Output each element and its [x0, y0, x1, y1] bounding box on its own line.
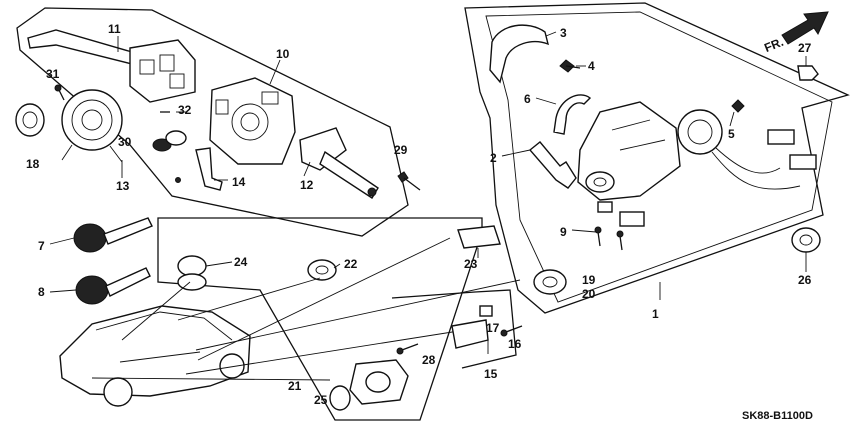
callout-17: 17	[486, 321, 500, 335]
ignition-switch	[677, 109, 723, 155]
front-direction-arrow	[781, 11, 829, 45]
bracket	[195, 147, 223, 191]
trunk-opener-switch	[457, 225, 501, 249]
vehicle-outline	[59, 305, 251, 397]
turn-signal-switch-housing	[209, 77, 296, 165]
callout-21: 21	[288, 379, 302, 393]
cancel-sleeve	[15, 103, 45, 137]
callout-14: 14	[232, 175, 246, 189]
cylinder-seal	[329, 385, 351, 411]
callout-13: 13	[116, 179, 130, 193]
cable-reel-outer	[61, 89, 123, 151]
clip	[797, 65, 819, 81]
callout-32: 32	[178, 103, 192, 117]
callout-9: 9	[560, 225, 567, 239]
callout-24: 24	[234, 255, 248, 269]
ignition-harness	[711, 147, 801, 190]
callout-19: 19	[582, 273, 596, 287]
column-cover	[489, 24, 550, 84]
callout-2: 2	[490, 151, 497, 165]
callout-16: 16	[508, 337, 522, 351]
door-cylinder	[177, 255, 207, 277]
harness-connector-b	[789, 154, 817, 170]
cylinder-parts	[59, 217, 567, 411]
callout-5: 5	[728, 127, 735, 141]
direction-label: FR.	[762, 35, 785, 55]
callout-1: 1	[652, 307, 659, 321]
fuel-lid-cylinder	[307, 259, 337, 281]
frame-lower-right	[391, 289, 517, 369]
callout-8: 8	[38, 285, 45, 299]
callout-28: 28	[422, 353, 436, 367]
master-key	[73, 223, 107, 253]
callout-31: 31	[46, 67, 60, 81]
lighting-switch-stalk	[319, 150, 379, 199]
callout-27: 27	[798, 41, 812, 55]
steering-lock-parts	[489, 24, 821, 253]
callout-6: 6	[524, 92, 531, 106]
callout-12: 12	[300, 178, 314, 192]
harness-connector-c	[619, 211, 645, 227]
callout-25: 25	[314, 393, 328, 407]
grommet	[791, 227, 821, 253]
frame-steering-lock-inner	[485, 11, 833, 303]
ignition-key	[528, 141, 577, 189]
callout-20: 20	[582, 287, 596, 301]
callout-7: 7	[38, 239, 45, 253]
callout-30: 30	[118, 135, 132, 149]
sub-key	[75, 275, 109, 305]
callout-labels: 1 2 3 4 5 6 7 8 9 10 11 12 13 14 15 16 1…	[26, 22, 812, 407]
harness-connector-a	[767, 129, 795, 145]
combination-switch-parts	[15, 29, 421, 199]
trunk-latch-switch	[451, 319, 489, 349]
callout-15: 15	[484, 367, 498, 381]
callout-29: 29	[394, 143, 408, 157]
callout-26: 26	[798, 273, 812, 287]
frame-steering-lock	[464, 2, 850, 314]
connector-clip	[152, 138, 172, 152]
lock-bracket	[553, 94, 592, 135]
callout-11: 11	[108, 22, 121, 36]
callout-3: 3	[560, 26, 567, 40]
callout-22: 22	[344, 257, 358, 271]
glove-box-cylinder	[533, 269, 567, 295]
callout-10: 10	[276, 47, 290, 61]
callout-4: 4	[588, 59, 595, 73]
diagram-code: SK88-B1100D	[742, 410, 813, 422]
callout-23: 23	[464, 257, 478, 271]
callout-18: 18	[26, 157, 40, 171]
callout-leaders	[49, 31, 807, 354]
